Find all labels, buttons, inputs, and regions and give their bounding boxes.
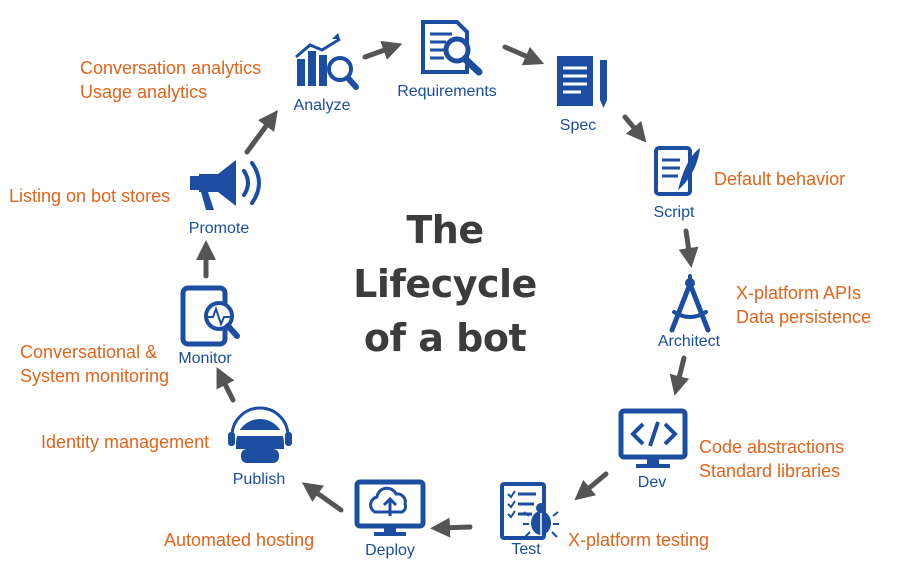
note-architect-line-1: X-platform APIs [736,283,862,303]
architect-icon [669,274,711,333]
note-publish-line-1: Identity management [41,432,210,452]
note-test-line-1: X-platform testing [568,530,710,550]
note-deploy: Automated hosting [164,528,314,552]
title-line-2: Lifecycle [353,262,537,306]
promote-icon [190,160,261,210]
arrow-publish-to-monitor [216,367,236,403]
arrow-dev-to-test [574,471,609,501]
note-monitor-line-2: System monitoring [20,366,170,386]
dev-icon [618,408,688,468]
note-dev: Code abstractions Standard libraries [699,435,844,483]
note-dev-line-1: Code abstractions [699,437,845,457]
title-line-3: of a bot [363,316,527,360]
note-test: X-platform testing [568,528,709,552]
monitor-icon [180,285,240,347]
stage-label-analyze: Analyze [293,97,351,114]
stage-label-promote: Promote [188,220,250,237]
stage-label-publish: Publish [232,471,286,488]
arrow-requirements-to-spec [502,44,545,66]
note-monitor-line-1: Conversational & [20,342,158,362]
deploy-icon [354,479,426,536]
note-publish: Identity management [41,430,209,454]
spec-icon [557,56,607,108]
stage-label-monitor: Monitor [178,350,232,367]
stage-label-requirements: Requirements [397,83,497,100]
arrow-spec-to-script [622,114,647,143]
note-deploy-line-1: Automated hosting [164,530,315,550]
title-line-1: The [406,208,484,252]
stage-label-script: Script [653,204,695,221]
note-analyze-line-1: Conversation analytics [80,58,262,78]
test-icon [500,482,559,540]
arrow-test-to-deploy [430,517,473,538]
note-architect: X-platform APIs Data persistence [736,281,871,329]
note-analyze: Conversation analytics Usage analytics [80,56,261,104]
note-promote: Listing on bot stores [9,184,170,208]
stage-label-test: Test [511,541,541,558]
publish-icon [228,406,292,463]
arrow-deploy-to-publish [301,482,344,513]
note-script: Default behavior [714,167,845,191]
arrow-promote-to-analyze [244,109,278,155]
arrow-analyze-to-requirements [362,40,403,60]
analyze-icon [295,33,359,90]
stage-label-architect: Architect [657,333,721,350]
note-monitor: Conversational & System monitoring [20,340,169,388]
stage-label-deploy: Deploy [365,542,415,559]
stage-label-dev: Dev [637,474,667,491]
note-dev-line-2: Standard libraries [699,461,841,481]
note-promote-line-1: Listing on bot stores [9,186,171,206]
cycle-arrows [196,40,699,538]
requirements-icon [421,20,483,76]
stage-label-spec: Spec [559,117,597,134]
note-script-line-1: Default behavior [714,169,846,189]
arrow-script-to-architect [678,228,699,268]
script-icon [654,146,700,196]
arrow-architect-to-dev [669,355,690,396]
note-analyze-line-2: Usage analytics [80,82,208,102]
note-architect-line-2: Data persistence [736,307,872,327]
